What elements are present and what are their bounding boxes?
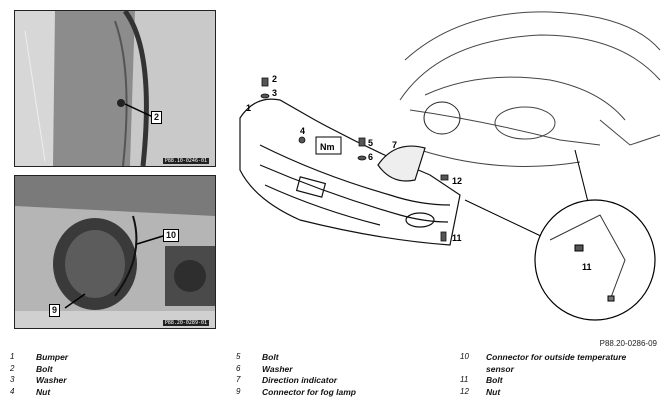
diagram-label-4: 4	[300, 126, 305, 136]
legend-number: 7	[236, 375, 241, 384]
direction-indicator-shape	[377, 145, 426, 182]
legend-number: 10	[460, 352, 469, 361]
legend-number: 1	[10, 352, 15, 361]
legend-number: 4	[10, 386, 15, 396]
legend-row: 5 Bolt	[236, 352, 356, 364]
legend-number: 11	[460, 375, 469, 384]
legend-row: 12 Nut	[460, 387, 626, 399]
legend-row: sensor	[460, 364, 626, 376]
legend-row: 7 Direction indicator	[236, 375, 356, 387]
legend-number: 2	[10, 363, 15, 373]
photo-bottom-callout-9: 9	[49, 304, 61, 317]
photo-bottom-code: P88.20-0289-01	[162, 320, 209, 326]
legend-text: Direction indicator	[262, 375, 338, 385]
legend-column-2: 5 Bolt 6 Washer 7 Direction indicator 9 Conn…	[236, 352, 356, 398]
legend-text: Washer	[262, 363, 293, 374]
photo-bottom-callout-10: 10	[163, 229, 180, 242]
legend-row: 11 Bolt	[460, 375, 626, 387]
legend-row: 4 Nut	[10, 387, 68, 399]
diagram-label-11: 11	[452, 233, 462, 243]
photo-top-callout-2: 2	[151, 111, 163, 124]
legend-number: 9	[236, 386, 241, 396]
legend-number: 5	[236, 352, 241, 361]
detail-circle	[534, 199, 656, 321]
legend-text: sensor	[486, 363, 514, 374]
photo-bumper-bolt: 2 P88.10-0246-01	[14, 10, 216, 167]
torque-box	[315, 136, 342, 155]
legend-row: 9 Connector for fog lamp	[236, 387, 356, 399]
legend-text: Bolt	[36, 363, 53, 374]
legend-text: Bolt	[486, 375, 503, 385]
legend-text: Washer	[36, 375, 67, 385]
legend-number: 12	[460, 386, 469, 396]
detail-leader	[464, 199, 546, 239]
diagram-label-7: 7	[392, 140, 397, 150]
legend-row: 3 Washer	[10, 375, 68, 387]
legend-text: Connector for fog lamp	[262, 386, 356, 397]
diagram-label-5: 5	[368, 138, 373, 148]
legend-row: 2 Bolt	[10, 364, 68, 376]
diagram-label-3: 3	[272, 88, 277, 98]
torque-label: Nm	[320, 142, 335, 152]
diagram-label-12: 12	[452, 176, 462, 186]
legend-column-3: 10 Connector for outside temperature sens…	[460, 352, 626, 398]
diagram-label-1: 1	[246, 103, 251, 113]
photo-top-code: P88.10-0246-01	[162, 158, 209, 164]
diagram-label-6: 6	[368, 152, 373, 162]
car-body-outline	[399, 11, 661, 167]
fasteners	[260, 77, 449, 242]
bumper-shape	[239, 98, 461, 246]
legend-text: Nut	[36, 386, 51, 397]
diagram-code: P88.20-0286-09	[599, 339, 657, 348]
diagram-label-2: 2	[272, 74, 277, 84]
legend-row: 1 Bumper	[10, 352, 68, 364]
legend-row: 6 Washer	[236, 364, 356, 376]
legend-column-1: 1 Bumper 2 Bolt 3 Washer 4 Nut	[10, 352, 68, 398]
legend-text: Bolt	[262, 352, 279, 362]
photo-bumper-bolt-art	[15, 11, 215, 166]
legend-text: Connector for outside temperature	[486, 352, 627, 362]
legend-text: Nut	[486, 386, 501, 397]
legend-number: 6	[236, 363, 241, 373]
bumper-exploded-view: 2 3 1 4 5 6 7 11 12 Nm 11	[239, 11, 661, 321]
photo-fog-lamp-connector: 10 9 P88.20-0289-01	[14, 175, 216, 329]
legend-row: 10 Connector for outside temperature	[460, 352, 626, 364]
photo-fog-lamp-art	[15, 176, 215, 328]
legend-number: 3	[10, 375, 15, 384]
legend-text: Bumper	[36, 352, 69, 362]
detail-label-11: 11	[582, 262, 592, 272]
